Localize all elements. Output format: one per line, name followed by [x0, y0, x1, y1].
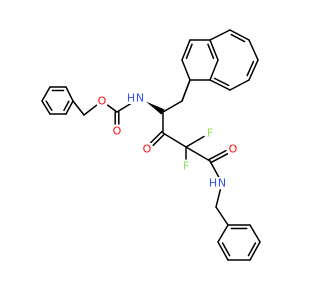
- bond-single: [185, 135, 205, 148]
- bond-wedge: [145, 101, 165, 115]
- atom-label-o-ester-background: [97, 95, 107, 107]
- bond-double-inner: [207, 43, 215, 60]
- bond-double: [229, 29, 250, 41]
- bond-single: [83, 104, 98, 116]
- atom-label-n-carbamate-background: [135, 92, 145, 104]
- bond-single: [215, 206, 229, 226]
- atom-label-o-ketone-background: [142, 143, 152, 155]
- atom-label-h-amide: H: [209, 177, 217, 190]
- bond-double-inner: [185, 43, 193, 60]
- bond-single: [65, 86, 74, 102]
- bond-double: [209, 79, 231, 91]
- bond-double: [217, 241, 229, 261]
- atom-label-n-amide-background: [217, 177, 227, 189]
- bond-single: [181, 79, 191, 102]
- bond-double: [249, 241, 261, 261]
- bond-single: [72, 100, 85, 116]
- bond-single: [106, 104, 118, 113]
- bond-double-inner: [213, 77, 230, 87]
- atom-label-f-bottom-background: [181, 160, 191, 172]
- bond-single: [249, 224, 261, 243]
- bond-double: [149, 130, 163, 144]
- bond-single: [209, 160, 220, 178]
- atom-label-h-carbamate-background: [126, 92, 136, 104]
- atom-label-o-carbonyl-cbz: O: [113, 125, 122, 138]
- bond-single: [229, 79, 250, 91]
- atom-label-f-bottom: F: [183, 160, 189, 173]
- atom-label-o-amide-background: [228, 143, 238, 155]
- bond-single: [215, 189, 222, 208]
- bond-single: [41, 86, 51, 102]
- bond-double: [65, 100, 74, 115]
- bond-single: [209, 59, 219, 81]
- bond-double: [181, 39, 191, 61]
- bond-double-inner: [45, 100, 53, 111]
- bond-double: [208, 149, 227, 161]
- bond-single: [209, 29, 231, 41]
- bond-single: [248, 39, 259, 61]
- bond-single: [162, 100, 183, 113]
- atom-label-h-amide-background: [208, 177, 218, 189]
- bond-double-inner: [247, 242, 257, 257]
- atom-label-o-amide: O: [229, 143, 238, 156]
- bond-layer: [41, 29, 261, 261]
- bond-single: [181, 59, 191, 81]
- atom-label-n-amide: N: [218, 177, 226, 190]
- bond-double: [248, 59, 259, 81]
- bond-double-inner: [63, 100, 70, 112]
- bond-double: [210, 153, 229, 164]
- atom-label-h-carbamate: H: [127, 92, 135, 105]
- bond-double: [41, 100, 51, 115]
- atom-label-o-ester: O: [98, 95, 107, 108]
- bond-double-inner: [246, 60, 255, 77]
- bond-double: [152, 133, 166, 147]
- bond-double-inner: [230, 33, 246, 43]
- atom-label-o-ketone: O: [143, 143, 152, 156]
- bond-single: [185, 146, 211, 162]
- atom-label-f-top-background: [205, 127, 215, 139]
- atom-label-o-carbonyl-cbz-background: [112, 125, 122, 137]
- bond-single: [217, 224, 229, 243]
- atom-label-f-top: F: [207, 127, 213, 140]
- bond-double: [209, 39, 219, 61]
- bond-single: [162, 132, 187, 148]
- atom-label-n-carbamate: N: [136, 92, 144, 105]
- bond-double-inner: [221, 242, 231, 257]
